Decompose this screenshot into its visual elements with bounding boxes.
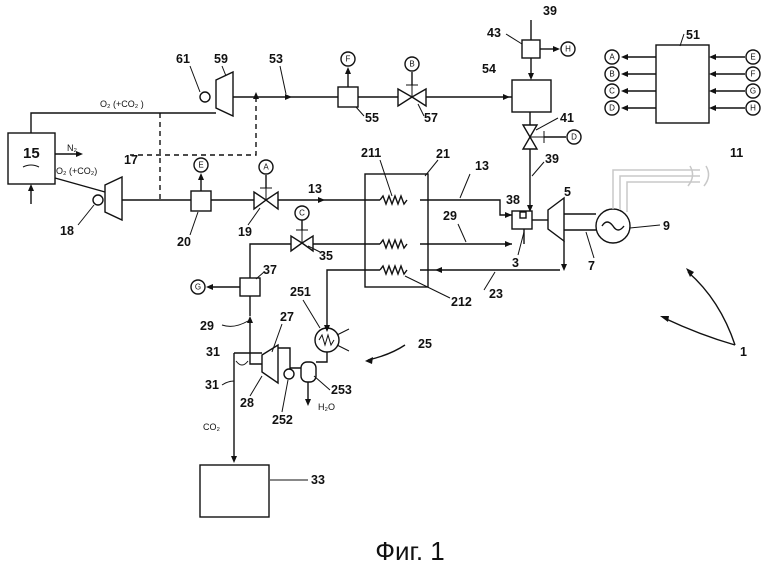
num-251: 251 bbox=[290, 285, 311, 299]
num-1: 1 bbox=[740, 345, 747, 359]
num-51: 51 bbox=[686, 28, 700, 42]
ctrl-in-e: E bbox=[750, 53, 755, 62]
sig-d-valve41: D bbox=[571, 133, 577, 142]
figure-caption: Фиг. 1 bbox=[375, 536, 445, 566]
num-39b: 39 bbox=[545, 152, 559, 166]
num-43: 43 bbox=[487, 26, 501, 40]
sensor-43 bbox=[522, 40, 540, 58]
num-7: 7 bbox=[588, 259, 595, 273]
gas-h2o: H₂O bbox=[318, 402, 335, 412]
burner-38 bbox=[520, 212, 526, 218]
num-23: 23 bbox=[489, 287, 503, 301]
motor-18 bbox=[93, 195, 103, 205]
compressor-59 bbox=[216, 72, 233, 116]
num-18: 18 bbox=[60, 224, 74, 238]
ctrl-in-f: F bbox=[751, 70, 756, 79]
gas-co2: CO₂ bbox=[203, 422, 221, 432]
sensor-37 bbox=[240, 278, 260, 296]
num-252: 252 bbox=[272, 413, 293, 427]
gas-n2: N₂ bbox=[67, 143, 77, 153]
ctrl-out-a: A bbox=[609, 53, 615, 62]
storage-33 bbox=[200, 465, 269, 517]
num-37: 37 bbox=[263, 263, 277, 277]
num-61: 61 bbox=[176, 52, 190, 66]
num-31b: 31 bbox=[205, 378, 219, 392]
num-31a: 31 bbox=[206, 345, 220, 359]
sig-a-valve19: A bbox=[263, 163, 269, 172]
num-21: 21 bbox=[436, 147, 450, 161]
num-5: 5 bbox=[564, 185, 571, 199]
motor-61 bbox=[200, 92, 210, 102]
num-27: 27 bbox=[280, 310, 294, 324]
ctrl-out-d: D bbox=[609, 104, 615, 113]
controller-outputs bbox=[621, 54, 656, 111]
num-212: 212 bbox=[451, 295, 472, 309]
valve-19 bbox=[254, 188, 278, 209]
num-11: 11 bbox=[730, 146, 743, 160]
sig-f-line55: F bbox=[346, 55, 351, 64]
num-59: 59 bbox=[214, 52, 228, 66]
num-3: 3 bbox=[512, 256, 519, 270]
gas-o2-mid: O₂ (+CO₂) bbox=[56, 166, 97, 176]
controller-51 bbox=[656, 45, 709, 123]
motor-252 bbox=[284, 369, 294, 379]
num-28: 28 bbox=[240, 396, 254, 410]
unit-54 bbox=[512, 80, 551, 112]
num-54: 54 bbox=[482, 62, 496, 76]
num-41: 41 bbox=[560, 111, 574, 125]
num-17: 17 bbox=[124, 153, 138, 167]
ctrl-in-g: G bbox=[750, 87, 756, 96]
num-39a: 39 bbox=[543, 4, 557, 18]
num-13b: 13 bbox=[475, 159, 489, 173]
ctrl-out-b: B bbox=[609, 70, 614, 79]
num-33: 33 bbox=[311, 473, 325, 487]
gas-o2-top: O₂ (+CO₂ ) bbox=[100, 99, 144, 109]
compressor-17 bbox=[105, 177, 122, 220]
sig-c-valve35: C bbox=[299, 209, 305, 218]
sig-g-sensor37: G bbox=[195, 283, 201, 292]
num-53: 53 bbox=[269, 52, 283, 66]
num-13a: 13 bbox=[308, 182, 322, 196]
num-57: 57 bbox=[424, 111, 438, 125]
num-9: 9 bbox=[663, 219, 670, 233]
valve-57 bbox=[398, 85, 426, 106]
sig-e-sensor20: E bbox=[198, 161, 203, 170]
sensor-20 bbox=[191, 191, 211, 211]
compressor-27 bbox=[262, 345, 278, 383]
num-25: 25 bbox=[418, 337, 432, 351]
turbine-5 bbox=[548, 198, 564, 241]
separator-253 bbox=[301, 362, 316, 382]
sensor-55 bbox=[338, 87, 358, 107]
num-38: 38 bbox=[506, 193, 520, 207]
num-29a: 29 bbox=[200, 319, 214, 333]
valve-35 bbox=[291, 230, 313, 251]
controller-inputs bbox=[709, 54, 745, 111]
unit-15-air-separation: 15 bbox=[8, 133, 55, 184]
ctrl-out-c: C bbox=[609, 87, 615, 96]
ctrl-in-h: H bbox=[750, 104, 756, 113]
sig-h-sensor43: H bbox=[565, 45, 571, 54]
num-29b: 29 bbox=[443, 209, 457, 223]
num-19: 19 bbox=[238, 225, 252, 239]
num-55: 55 bbox=[365, 111, 379, 125]
valve-41 bbox=[523, 125, 544, 149]
num-35: 35 bbox=[319, 249, 333, 263]
label-15: 15 bbox=[23, 145, 40, 162]
num-253: 253 bbox=[331, 383, 352, 397]
num-211: 211 bbox=[361, 146, 381, 160]
sig-b-valve57: B bbox=[409, 60, 414, 69]
num-20: 20 bbox=[177, 235, 191, 249]
